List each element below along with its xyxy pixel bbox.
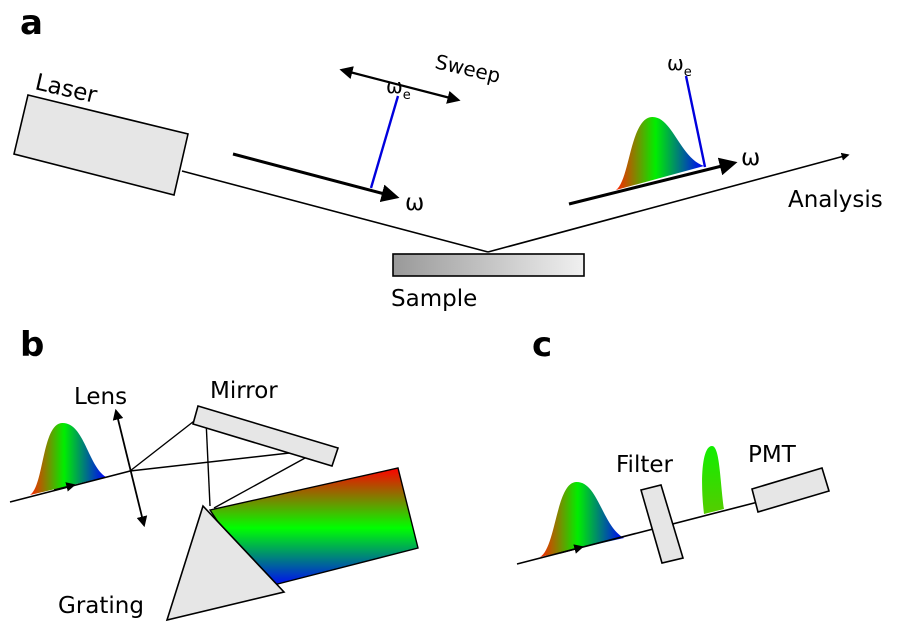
filtered-spectrum xyxy=(702,446,724,514)
omega-label-right: ω xyxy=(741,145,760,171)
mirror xyxy=(192,404,340,467)
ray-mirror-to-grating-2 xyxy=(213,451,317,509)
panel-b: b Lens Mirror Grating xyxy=(9,325,419,622)
spectrum-peak-a xyxy=(616,116,704,190)
filter xyxy=(640,484,685,564)
analysis-label: Analysis xyxy=(788,187,883,213)
sample xyxy=(392,253,585,277)
laser-body xyxy=(13,94,189,196)
sweep-arrow xyxy=(339,66,461,104)
laser: Laser xyxy=(13,70,189,196)
pmt xyxy=(751,467,831,514)
filter-label: Filter xyxy=(616,452,674,478)
sweep-label: Sweep xyxy=(433,49,503,87)
ray-lens-to-mirror-2 xyxy=(129,449,317,472)
grating-label: Grating xyxy=(58,593,144,619)
panel-letter-c: c xyxy=(532,325,552,365)
excitation-line-right xyxy=(684,75,707,168)
panel-c: c Filter PMT xyxy=(516,325,831,565)
omega-e-label-right: ωe xyxy=(667,51,692,80)
omega-e-label-left: ωe xyxy=(386,74,411,103)
input-beam-arrow-c xyxy=(559,544,584,554)
lens-label: Lens xyxy=(74,384,127,410)
ray-mirror-to-grating-1 xyxy=(205,419,211,507)
lens xyxy=(112,408,148,528)
grating xyxy=(165,504,286,622)
sample-label: Sample xyxy=(391,286,477,312)
mirror-label: Mirror xyxy=(210,378,278,404)
ray-lens-to-mirror-1 xyxy=(129,417,199,472)
spectrum-peak-c xyxy=(540,481,624,557)
omega-label-left: ω xyxy=(405,190,424,216)
spectrum-peak-b xyxy=(30,422,106,495)
input-beam-c xyxy=(516,501,759,565)
excitation-line-left xyxy=(369,95,400,189)
incident-beam xyxy=(181,170,489,253)
panel-letter-b: b xyxy=(20,325,44,365)
panel-a: a Laser Sample ω ωe Sweep ω ωe Analysis xyxy=(13,3,883,312)
input-beam-arrow-b xyxy=(53,482,76,492)
reflected-beam-arrow xyxy=(487,152,850,253)
frequency-axis-left xyxy=(232,152,400,203)
panel-letter-a: a xyxy=(20,3,43,43)
frequency-axis-right xyxy=(568,157,738,206)
pmt-label: PMT xyxy=(748,442,797,468)
